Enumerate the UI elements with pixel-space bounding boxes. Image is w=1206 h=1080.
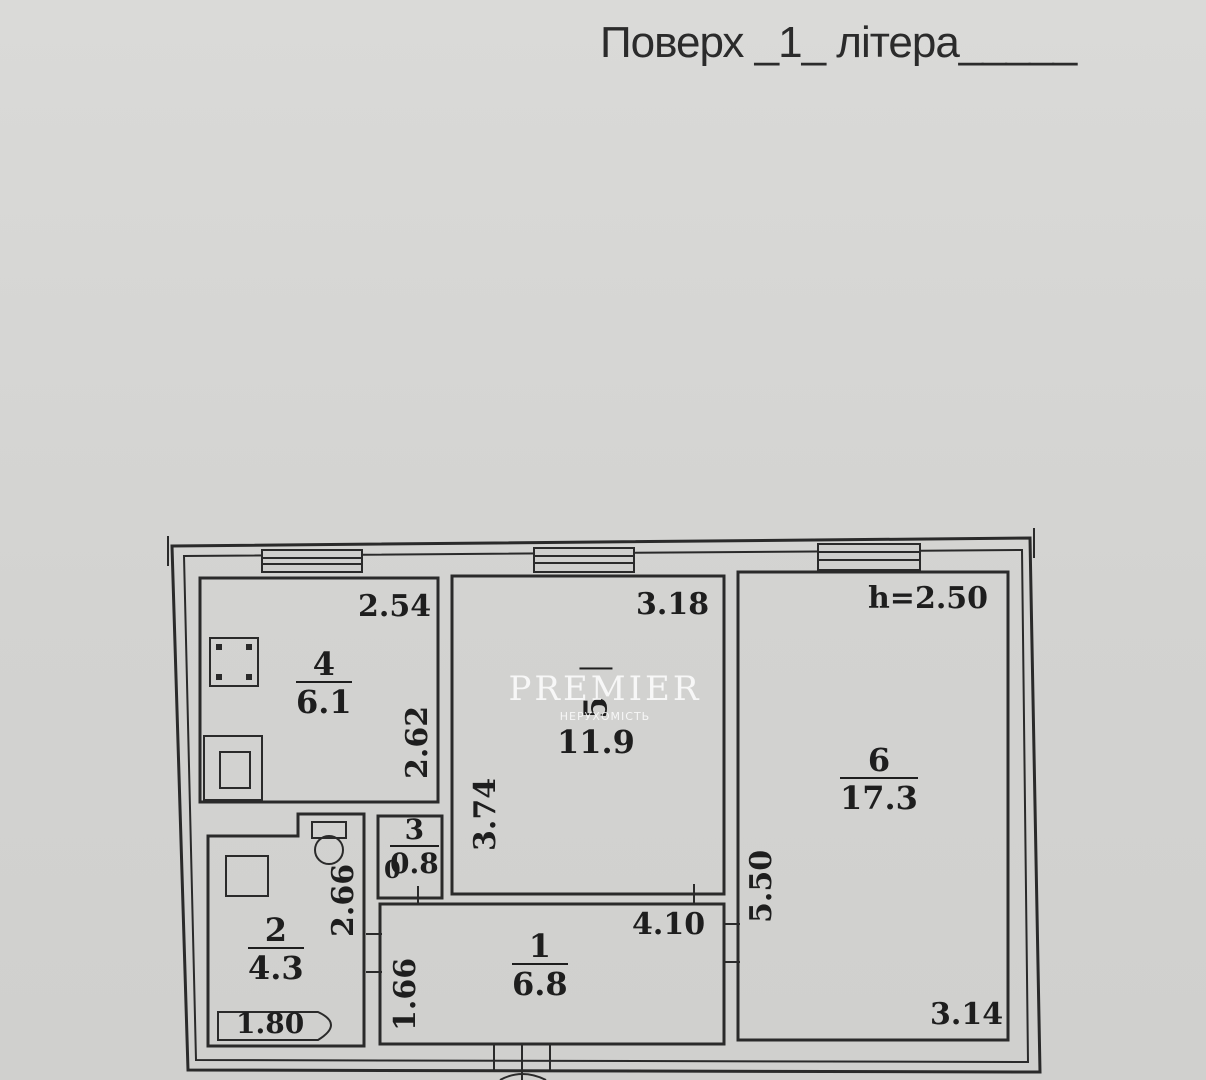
room-5-outline — [450, 574, 726, 896]
watermark-brand: PREMIER — [508, 669, 702, 709]
window-room-5 — [533, 547, 635, 573]
floor-header: Поверх _1_ літера_____ — [600, 18, 1077, 67]
toilet-icon — [311, 821, 347, 839]
ceiling-height: h=2.50 — [868, 581, 989, 616]
bathtub-icon — [217, 1011, 332, 1041]
dim-bathtub: 1.80 — [236, 1007, 305, 1040]
stove-burners — [216, 644, 252, 680]
premier-watermark: PREMIER НЕРУХОМІСТЬ — [494, 672, 716, 723]
outer-wall-outer — [170, 536, 1042, 1074]
room-2-outline — [206, 812, 366, 1048]
dim-room5-width: 3.18 — [636, 587, 710, 622]
door-markers — [366, 884, 740, 1080]
room-6-outline — [736, 570, 1010, 1042]
dim-room3-zero: 0 — [384, 855, 401, 884]
dim-kitchen-depth: 2.62 — [400, 705, 435, 779]
watermark-subtitle: НЕРУХОМІСТЬ — [559, 710, 651, 723]
dim-corridor-width: 4.10 — [632, 907, 706, 942]
washbasin-icon — [225, 855, 269, 897]
outer-wall-inner — [182, 548, 1030, 1064]
dim-room5-depth: 3.74 — [468, 777, 503, 851]
dim-room6-depth: 5.50 — [744, 849, 779, 923]
dim-kitchen-width: 2.54 — [358, 589, 432, 624]
dim-corridor-depth: 1.66 — [388, 957, 423, 1031]
stove-icon — [209, 637, 259, 687]
window-room-6 — [817, 543, 921, 571]
dim-room6-width: 3.14 — [930, 997, 1004, 1032]
dim-bathroom-depth: 2.66 — [326, 863, 361, 937]
room-1-outline — [378, 902, 726, 1046]
window-kitchen — [261, 549, 363, 573]
sink-cabinet-icon — [203, 735, 263, 801]
room-3-outline — [376, 814, 444, 900]
room-4-outline — [198, 576, 440, 804]
